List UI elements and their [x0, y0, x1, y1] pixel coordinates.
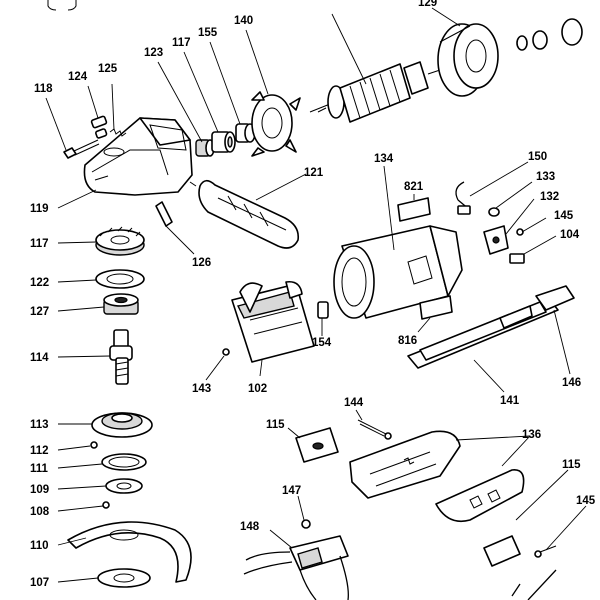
brush-assembly — [455, 181, 525, 264]
screw-part — [63, 139, 100, 159]
cropped-bracket — [47, 0, 77, 11]
part-label-133: 133 — [536, 171, 555, 183]
part-label-124: 124 — [68, 71, 88, 83]
bearing-set — [195, 123, 256, 157]
part-label-109: 109 — [30, 484, 49, 496]
part-label-108: 108 — [30, 506, 50, 518]
leader-lines — [45, 7, 587, 583]
rear-housing-lower — [349, 430, 461, 499]
bearing-flange — [91, 412, 153, 438]
part-label-117-top: 117 — [172, 37, 191, 49]
part-label-127: 127 — [30, 306, 49, 318]
armature — [309, 61, 441, 123]
part-label-816: 816 — [398, 335, 417, 347]
part-label-125: 125 — [98, 63, 118, 75]
flange-nut — [97, 568, 151, 588]
part-label-140: 140 — [234, 15, 253, 27]
part-label-115-top: 115 — [266, 419, 285, 431]
clamp-ring — [105, 478, 143, 494]
part-label-129: 129 — [418, 0, 437, 9]
part-label-141: 141 — [500, 395, 520, 407]
side-handle — [189, 179, 300, 249]
terminal-clip — [317, 301, 329, 319]
small-screw — [90, 441, 98, 449]
ring-set — [516, 18, 583, 51]
housing-screw — [534, 545, 557, 558]
part-label-155: 155 — [198, 27, 218, 39]
spindle-pin — [155, 201, 173, 227]
part-label-122: 122 — [30, 277, 49, 289]
part-label-821: 821 — [404, 181, 424, 193]
cover-plate — [295, 427, 339, 463]
part-label-123: 123 — [144, 47, 163, 59]
spindle — [109, 329, 133, 385]
strain-relief — [301, 519, 311, 529]
part-label-111: 111 — [30, 463, 49, 475]
part-label-114: 114 — [30, 352, 49, 364]
part-label-118: 118 — [34, 83, 53, 95]
part-label-144: 144 — [344, 397, 364, 409]
gear-housing — [83, 117, 193, 196]
part-label-132: 132 — [540, 191, 559, 203]
switch-assembly — [243, 535, 349, 600]
spring-part — [109, 128, 127, 137]
part-label-150: 150 — [528, 151, 547, 163]
field-coil — [231, 280, 315, 363]
bearing-retainer — [95, 269, 145, 289]
guard-screw — [102, 501, 110, 509]
part-label-145-lower: 145 — [576, 495, 596, 507]
part-label-148: 148 — [240, 521, 260, 533]
power-cord — [511, 569, 557, 600]
baffle-plate — [251, 91, 301, 157]
lock-pin-part — [90, 115, 108, 139]
part-label-146: 146 — [562, 377, 581, 389]
part-label-121: 121 — [304, 167, 324, 179]
part-label-117: 117 — [30, 238, 49, 250]
part-label-147: 147 — [282, 485, 301, 497]
screw-long — [357, 419, 392, 440]
part-label-112: 112 — [30, 445, 49, 457]
coil-screw — [222, 348, 230, 356]
part-label-143: 143 — [192, 383, 211, 395]
part-label-102: 102 — [248, 383, 267, 395]
cable-guide — [407, 299, 559, 369]
label-plate — [397, 197, 453, 320]
part-label-145: 145 — [554, 210, 574, 222]
part-label-107: 107 — [30, 577, 49, 589]
part-label-134: 134 — [374, 153, 394, 165]
part-label-136: 136 — [522, 429, 541, 441]
motor-housing — [333, 225, 463, 319]
switch-actuator — [535, 285, 575, 311]
part-label-104: 104 — [560, 229, 580, 241]
part-label-113: 113 — [30, 419, 49, 431]
o-ring — [101, 453, 147, 471]
part-label-126: 126 — [192, 257, 211, 269]
part-label-154: 154 — [312, 337, 332, 349]
bevel-gear — [95, 226, 145, 256]
part-label-110: 110 — [30, 540, 49, 552]
name-plate — [483, 535, 521, 567]
part-labels: 118 124 125 123 117 155 140 129 119 121 … — [30, 0, 596, 589]
part-label-119: 119 — [30, 203, 49, 215]
ball-bearing — [103, 293, 139, 315]
part-label-115-right: 115 — [562, 459, 581, 471]
wheel-guard — [67, 521, 192, 583]
fan — [437, 23, 499, 97]
rear-housing-upper — [435, 469, 525, 523]
